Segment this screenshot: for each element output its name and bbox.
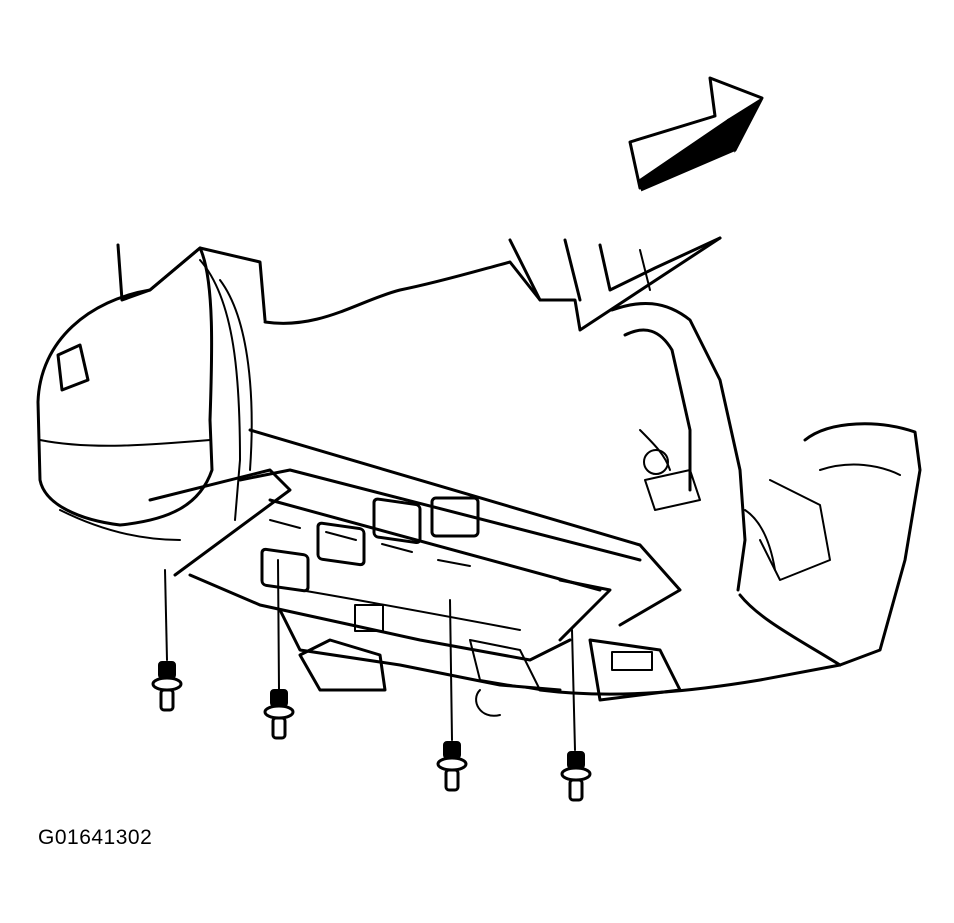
push-pin-retainer-icon <box>151 661 183 712</box>
rear-reinforcement-bar <box>148 428 842 717</box>
right-fascia-end <box>610 301 922 667</box>
push-pin-retainer-icon <box>263 689 295 740</box>
left-fascia-end <box>36 246 253 541</box>
reinforcement-windows <box>260 496 480 593</box>
figure-code: G01641302 <box>38 826 153 849</box>
forward-arrow-icon <box>628 76 764 192</box>
push-pin-retainer-icon <box>436 741 468 792</box>
fastener-leader-lines <box>164 559 576 751</box>
push-pin-retainer-icon <box>560 751 592 802</box>
